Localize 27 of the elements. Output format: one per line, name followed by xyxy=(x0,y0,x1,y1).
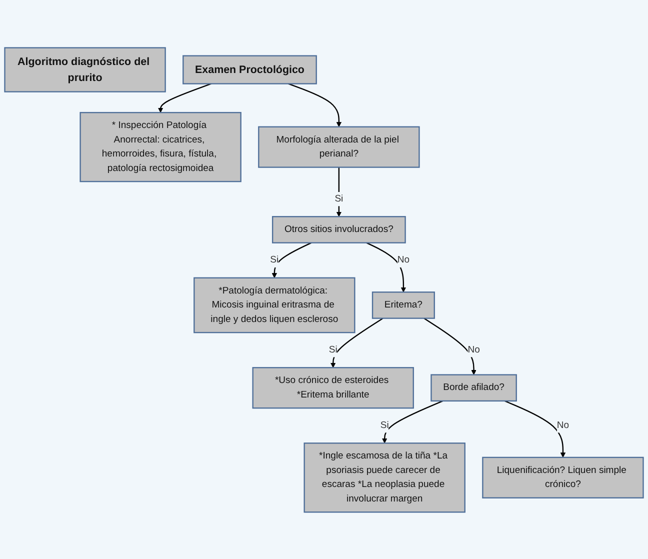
arrow xyxy=(366,242,406,292)
edge-label: Si xyxy=(334,193,344,204)
arrow xyxy=(330,317,384,368)
arrow xyxy=(336,166,342,216)
node-box: Examen Proctológico xyxy=(182,54,317,84)
arrow xyxy=(504,400,566,458)
node-box: *Ingle escamosa de la tiña *La psoriasis puede carecer de escaras *La neoplasia puede involucrar margen xyxy=(304,442,466,512)
arrow xyxy=(382,400,444,443)
edge-label: No xyxy=(397,254,410,265)
edge-label: Si xyxy=(328,344,338,354)
node-box: Liquenificación? Liquen simple crónico? xyxy=(482,456,644,498)
node-box: *Uso crónico de esteroides *Eritema brillante xyxy=(252,366,414,408)
arrow xyxy=(424,317,476,375)
arrow xyxy=(272,242,312,278)
arrow xyxy=(288,82,342,127)
edge-label: Si xyxy=(270,254,279,265)
arrow xyxy=(158,82,212,112)
edge-label: No xyxy=(556,420,570,430)
node-box: Algoritmo diagnóstico del prurito xyxy=(4,46,166,92)
node-box: Morfología alterada de la piel perianal? xyxy=(258,126,420,168)
node-box: Eritema? xyxy=(372,291,435,318)
edge-label: Si xyxy=(380,420,389,430)
node-box: Otros sitios involucrados? xyxy=(272,216,406,243)
edge-label: No xyxy=(468,344,480,354)
node-box: *Patología dermatológica: Micosis inguinal eritrasma de ingle y dedos liquen escleroso xyxy=(194,276,356,333)
node-box: * Inspección Patología Anorrectal: cicatrices, hemorroides, fisura, fístula, patología rectosigmoidea xyxy=(80,112,242,182)
node-box: Borde afilado? xyxy=(430,374,517,402)
